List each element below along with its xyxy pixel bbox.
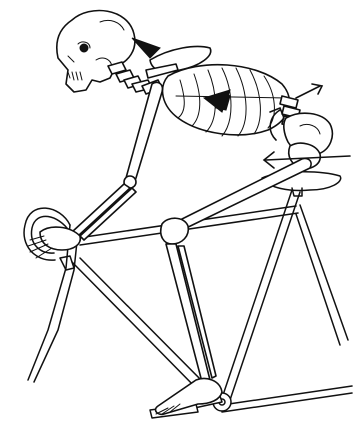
radius [80,188,136,240]
ulna [72,184,130,236]
eye-socket-shadow [80,44,88,52]
load-marker-icon [132,38,160,58]
seat-stay [300,205,348,340]
seat-stay-inner [296,214,340,345]
seat-tube [222,190,292,398]
arm-bones-icon [72,82,162,240]
humerus [126,82,162,182]
upward-force-line [296,86,320,98]
seat-tube-inner [230,192,300,400]
patella-knee-joint [161,218,189,244]
leg-bones-icon [161,158,311,382]
front-fork-inner [34,232,78,382]
